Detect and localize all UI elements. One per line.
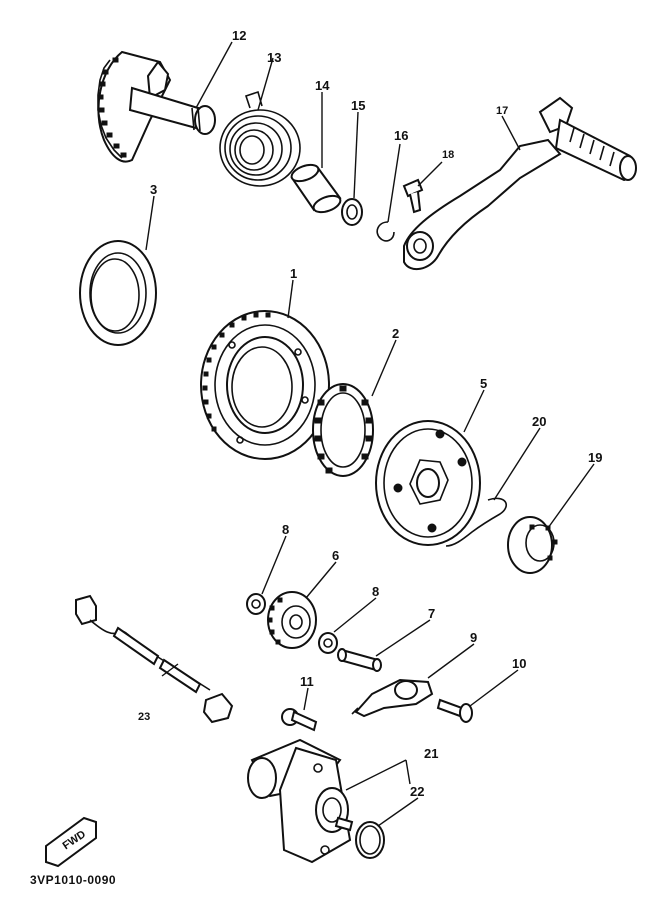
part-7-shaft <box>337 648 382 672</box>
callout-10: 10 <box>512 656 526 671</box>
callout-14: 14 <box>315 78 330 93</box>
callout-2: 2 <box>392 326 399 341</box>
part-20-clip <box>445 497 508 547</box>
part-8-washer-upper <box>246 593 266 615</box>
part-5-clutch-plate <box>375 420 481 546</box>
leader-lines <box>145 41 595 827</box>
part-15-washer <box>341 198 363 226</box>
callout-22: 22 <box>410 784 424 799</box>
part-23-wire-harness <box>75 594 234 724</box>
part-21-starter-motor <box>247 738 354 864</box>
callout-18: 18 <box>442 149 454 161</box>
callout-16: 16 <box>394 128 408 143</box>
drawing-code: 3VP1010-0090 <box>30 873 116 887</box>
part-12-kick-shaft <box>97 50 216 163</box>
part-14-collar <box>290 163 342 214</box>
callout-8-lower: 8 <box>372 584 379 599</box>
part-19-idle-gear <box>507 516 558 574</box>
callout-21: 21 <box>424 746 438 761</box>
part-9-bracket <box>351 678 434 718</box>
callout-11: 11 <box>300 674 314 689</box>
part-2-one-way-clutch <box>312 383 374 477</box>
callout-20: 20 <box>532 414 546 429</box>
callout-19: 19 <box>588 450 602 465</box>
callout-17: 17 <box>496 105 508 117</box>
part-17-kick-lever <box>403 96 637 271</box>
callout-5: 5 <box>480 376 487 391</box>
part-18-bolt <box>402 178 424 214</box>
callout-23: 23 <box>138 711 150 723</box>
fwd-arrow-badge: FWD <box>45 816 97 868</box>
callout-labels: 12 13 14 15 16 17 18 3 1 2 5 20 19 8 6 8… <box>138 28 602 799</box>
callout-9: 9 <box>470 630 477 645</box>
callout-8-upper: 8 <box>282 522 289 537</box>
part-8-washer-lower <box>318 632 338 654</box>
part-13-torsion-spring <box>219 90 301 187</box>
part-6-gear <box>267 591 317 649</box>
callout-13: 13 <box>267 50 281 65</box>
part-16-circlip <box>376 221 395 242</box>
part-3-ring <box>79 240 157 346</box>
part-10-bolt <box>436 698 473 723</box>
part-1-ring-gear <box>200 310 330 460</box>
callout-1: 1 <box>290 266 297 281</box>
callout-6: 6 <box>332 548 339 563</box>
callout-15: 15 <box>351 98 365 113</box>
callout-3: 3 <box>150 182 157 197</box>
part-11-bolt <box>281 708 318 732</box>
callout-12: 12 <box>232 28 246 43</box>
part-22-o-ring <box>355 821 385 859</box>
callout-7: 7 <box>428 606 435 621</box>
